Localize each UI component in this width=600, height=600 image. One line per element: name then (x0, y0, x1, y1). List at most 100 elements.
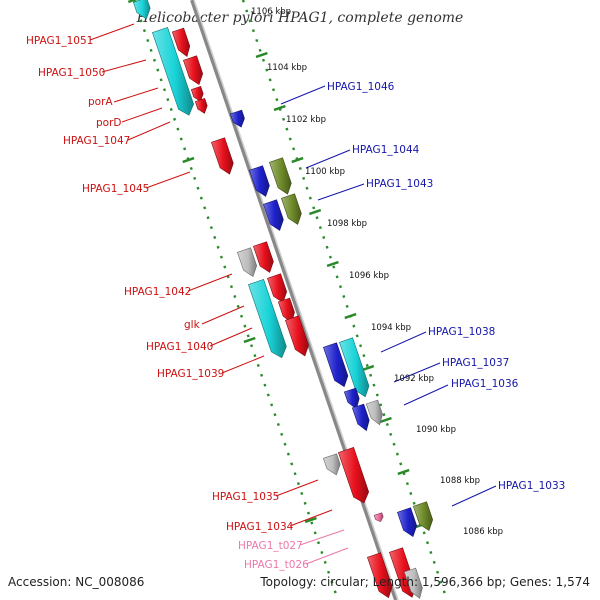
gene-arrow[interactable] (343, 387, 360, 410)
kbp-label: 1106 kbp (251, 7, 291, 17)
leader-line (403, 384, 449, 406)
ruler-tick (291, 156, 304, 164)
ruler-tick (362, 364, 375, 372)
leader-line (380, 331, 427, 353)
gene-label[interactable]: HPAG1_1037 (442, 357, 509, 369)
gene-arrow[interactable] (190, 86, 204, 102)
gene-label[interactable]: glk (184, 319, 201, 331)
leader-line (317, 183, 365, 201)
ruler-tick (127, 0, 138, 4)
gene-arrow[interactable] (285, 315, 309, 357)
leader-line (275, 479, 319, 497)
gene-arrow[interactable] (237, 247, 258, 277)
ruler-tick (255, 51, 268, 59)
ruler-tick (304, 516, 317, 524)
leader-line (305, 149, 351, 169)
kbp-label: 1102 kbp (286, 115, 326, 125)
kbp-label: 1092 kbp (394, 374, 434, 384)
major-ticks (127, 0, 428, 529)
leader-line (187, 273, 233, 292)
gene-label[interactable]: HPAG1_1044 (352, 144, 420, 156)
ruler-tick (379, 416, 392, 424)
gene-arrow[interactable] (249, 165, 270, 197)
gene-arrow[interactable] (323, 453, 341, 476)
gene-label[interactable]: HPAG1_t027 (238, 540, 303, 552)
leader-line (299, 529, 345, 546)
kbp-label: 1098 kbp (327, 219, 367, 229)
gene-label[interactable]: HPAG1_1047 (63, 135, 130, 147)
ruler-tick (243, 336, 256, 344)
accession-text: Accession: NC_008086 (8, 575, 145, 589)
gene-label[interactable]: HPAG1_1045 (82, 183, 149, 195)
gene-arrow[interactable] (397, 507, 418, 537)
leader-line (221, 355, 265, 374)
gene-arrow[interactable] (269, 157, 292, 195)
kbp-label: 1094 kbp (371, 323, 411, 333)
leader-line (289, 509, 333, 527)
gene-arrow[interactable] (351, 403, 370, 432)
ruler-tick (182, 156, 195, 164)
kbp-label: 1100 kbp (305, 167, 345, 177)
gene-label[interactable]: HPAG1_1042 (124, 286, 191, 298)
gene-arrow[interactable] (194, 98, 208, 114)
gene-arrow[interactable] (339, 337, 370, 398)
leader-line (280, 85, 326, 105)
kbp-label: 1090 kbp (416, 425, 456, 435)
gene-arrow[interactable] (211, 137, 234, 175)
gene-label[interactable]: porA (88, 96, 113, 108)
gene-label[interactable]: HPAG1_1034 (226, 521, 294, 533)
gene-arrow[interactable] (365, 399, 383, 426)
gene-label[interactable]: HPAG1_1035 (212, 491, 279, 503)
gene-arrow[interactable] (253, 241, 274, 273)
gene-arrow[interactable] (171, 27, 191, 58)
gene-label[interactable]: HPAG1_1046 (327, 81, 395, 93)
gene-label[interactable]: HPAG1_1051 (26, 35, 93, 47)
gene-label[interactable]: HPAG1_1033 (498, 480, 565, 492)
leader-line (113, 87, 159, 103)
leader-line (121, 107, 163, 123)
gene-label[interactable]: HPAG1_t026 (244, 559, 309, 571)
kbp-label: 1088 kbp (440, 476, 480, 486)
leader-line (127, 121, 171, 141)
gene-arrow[interactable] (133, 0, 151, 20)
inner-ruler-track (241, 0, 449, 600)
gene-label[interactable]: HPAG1_1040 (146, 341, 213, 353)
leader-line (89, 23, 135, 41)
gene-arrow[interactable] (373, 512, 384, 522)
gene-arrow[interactable] (338, 447, 370, 504)
leader-line (209, 327, 253, 347)
kbp-label: 1086 kbp (463, 527, 503, 537)
gene-arrow[interactable] (267, 273, 288, 303)
gene-arrow[interactable] (229, 109, 245, 128)
kbp-label: 1104 kbp (267, 63, 307, 73)
gene-arrow[interactable] (248, 279, 287, 359)
kbp-label: 1096 kbp (349, 271, 389, 281)
gene-label[interactable]: porD (96, 117, 122, 129)
gene-arrow[interactable] (323, 342, 349, 388)
gene-arrow[interactable] (281, 193, 302, 225)
ruler-tick (344, 312, 357, 320)
gene-label[interactable]: HPAG1_1039 (157, 368, 224, 380)
gene-arrow[interactable] (183, 55, 204, 85)
gene-arrow[interactable] (403, 567, 423, 599)
label-leaders (89, 23, 497, 565)
gene-label[interactable]: HPAG1_1036 (451, 378, 519, 390)
gene-arrow[interactable] (263, 199, 284, 231)
leader-line (201, 305, 245, 325)
ruler-tick (397, 468, 410, 476)
gene-arrow[interactable] (413, 501, 434, 531)
ruler-tick (326, 260, 339, 268)
map-title: Helicobacter pylori HPAG1, complete geno… (136, 10, 464, 26)
leader-line (393, 362, 441, 383)
genome-stats-text: Topology: circular; Length: 1,596,366 bp… (260, 575, 590, 589)
leader-line (101, 59, 147, 73)
outer-ruler-track (132, 0, 340, 600)
gene-arrow[interactable] (367, 552, 393, 599)
gene-arrow[interactable] (152, 27, 194, 116)
gene-label[interactable]: HPAG1_1038 (428, 326, 495, 338)
leader-line (305, 547, 349, 565)
gene-label[interactable]: HPAG1_1043 (366, 178, 433, 190)
gene-track (133, 0, 434, 599)
gene-label[interactable]: HPAG1_1050 (38, 67, 105, 79)
